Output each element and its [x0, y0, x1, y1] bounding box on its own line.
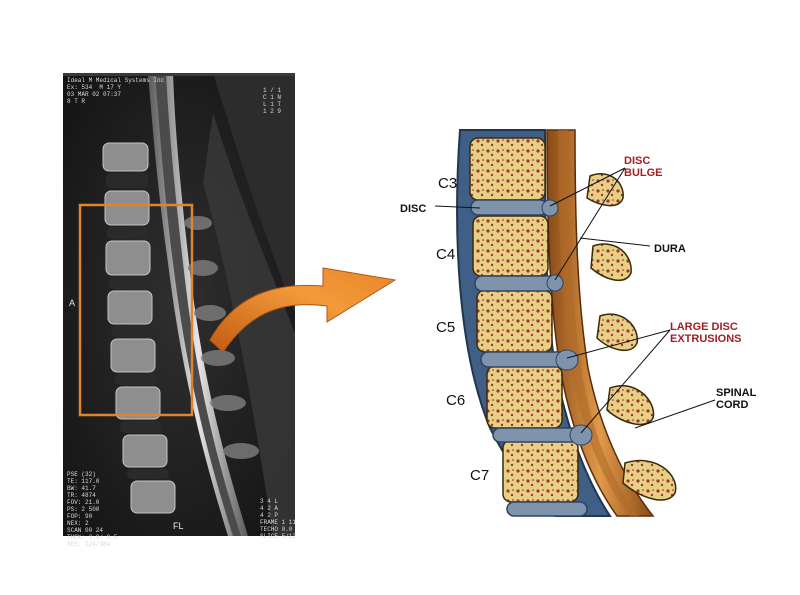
- label-extrusions-line2: EXTRUSIONS: [670, 333, 742, 345]
- mri-header-text: Ideal M Medical Systems Inc Ex: 534 M 17…: [67, 77, 165, 105]
- mri-orientation-a: A: [69, 298, 76, 308]
- label-cord-line2: CORD: [716, 399, 749, 411]
- label-dura: DURA: [654, 243, 686, 255]
- mri-footer-text: 3 4 L 4 2 A 4 2 P FRAME 1 11 TECHO 0.0 S…: [260, 498, 297, 540]
- label-disc-bulge-line2: BULGE: [624, 167, 663, 179]
- vertebra-label-c4: C4: [436, 246, 456, 263]
- label-disc: DISC: [400, 203, 427, 215]
- vertebra-label-c6: C6: [446, 392, 466, 409]
- vertebra-label-c3: C3: [438, 175, 458, 192]
- label-disc-bulge-line1: DISC: [624, 155, 651, 167]
- label-disc-bulge: DISC BULGE: [624, 155, 663, 179]
- mri-orientation-fl: FL: [173, 521, 184, 531]
- label-spinal-cord: SPINAL CORD: [716, 387, 756, 411]
- mri-corner-text: 1 / 1 C 1 N L 1 T 1 2 9: [263, 87, 282, 115]
- arrow-icon: [205, 240, 400, 370]
- spine-illustration: [395, 128, 735, 518]
- label-extrusions-line1: LARGE DISC: [670, 321, 738, 333]
- highlight-box: [78, 203, 194, 417]
- vertebra-label-c5: C5: [436, 319, 456, 336]
- mri-params-text: PSE (32) TE: 117.0 BW: 41.7 TR: 4874 FOV…: [67, 471, 118, 548]
- vertebra-label-c7: C7: [470, 467, 490, 484]
- label-large-disc-extrusions: LARGE DISC EXTRUSIONS: [670, 321, 742, 345]
- label-cord-line1: SPINAL: [716, 387, 757, 399]
